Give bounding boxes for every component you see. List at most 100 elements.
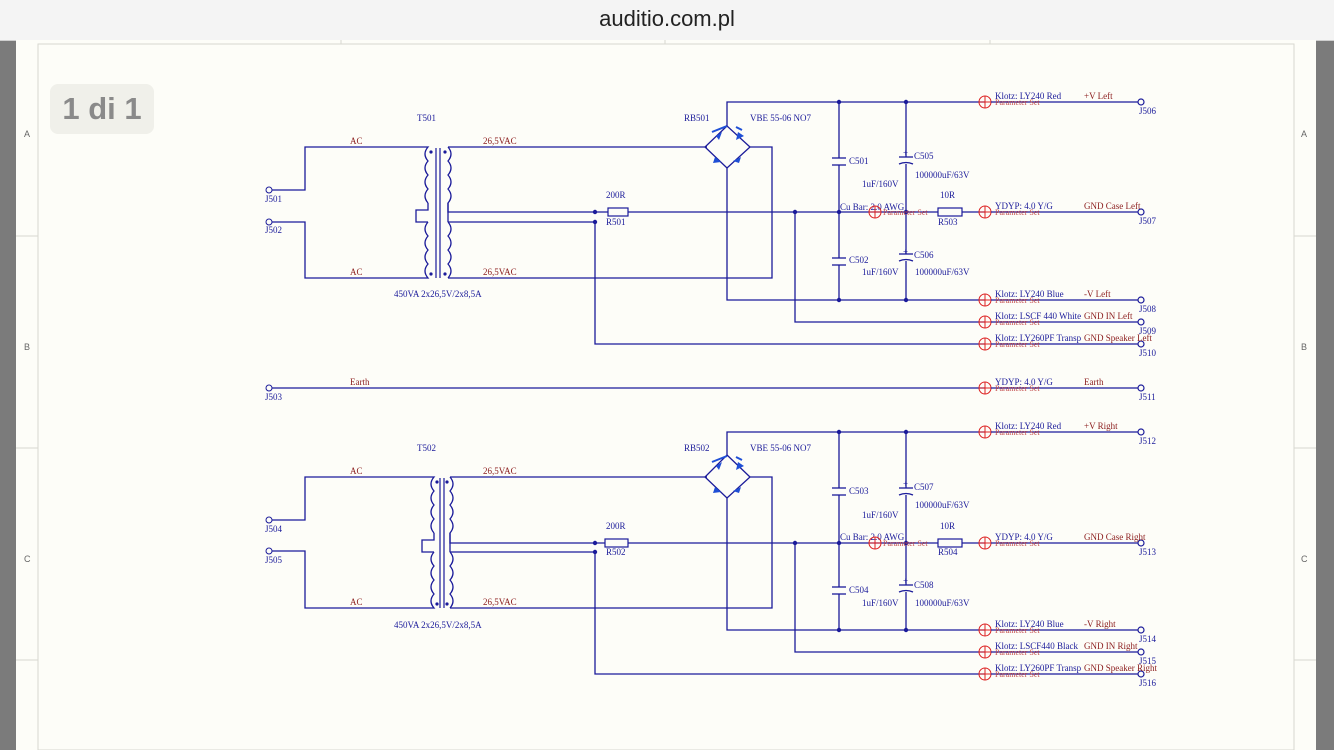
j507-cable-label: YDYP: 4.0 Y/G: [995, 201, 1053, 211]
url-text[interactable]: auditio.com.pl: [599, 6, 735, 31]
j515-cable-label: Klotz: LSCF440 Black: [995, 641, 1078, 651]
svg-text:J504: J504: [265, 524, 283, 534]
svg-text:AC: AC: [350, 136, 363, 146]
svg-text:1uF/160V: 1uF/160V: [862, 179, 899, 189]
svg-text:C502: C502: [849, 255, 869, 265]
svg-text:T501: T501: [417, 113, 436, 123]
j507-param-label: Parameter Set: [995, 208, 1040, 217]
right-channel: J504 J505 AC AC T502 450VA 2x26,5V/2x8,5…: [265, 429, 985, 675]
svg-text:J502: J502: [265, 225, 282, 235]
resistor-r504: [937, 538, 963, 548]
j509-cable-label: Klotz: LSCF 440 White: [995, 311, 1081, 321]
j513-param-label: Parameter Set: [995, 539, 1040, 548]
svg-text:26,5VAC: 26,5VAC: [483, 136, 517, 146]
connector-j504: [265, 516, 273, 524]
j506-net-label: +V Left: [1084, 91, 1113, 101]
sheet-frame: [16, 40, 1316, 750]
svg-text:26,5VAC: 26,5VAC: [483, 597, 517, 607]
svg-text:R504: R504: [938, 547, 958, 557]
j516-terminal: [1137, 670, 1145, 678]
svg-text:C506: C506: [914, 250, 934, 260]
j510-designator: J510: [1139, 348, 1157, 358]
j515-net-label: GND IN Right: [1084, 641, 1138, 651]
svg-text:+: +: [903, 479, 908, 489]
j508-param-label: Parameter Set: [995, 296, 1040, 305]
transformer-t501: [415, 146, 452, 279]
j512-designator: J512: [1139, 436, 1156, 446]
schematic-sheet: [16, 40, 1316, 750]
svg-text:+: +: [903, 148, 908, 158]
svg-text:200R: 200R: [606, 190, 626, 200]
svg-text:200R: 200R: [606, 521, 626, 531]
svg-text:10R: 10R: [940, 521, 955, 531]
svg-text:C: C: [1301, 554, 1308, 564]
j515-terminal: [1137, 648, 1145, 656]
j515-designator: J515: [1139, 656, 1157, 666]
j507-terminal: [1137, 208, 1145, 216]
j512-param-label: Parameter Set: [995, 428, 1040, 437]
j509-terminal: [1137, 318, 1145, 326]
j514-net-label: -V Right: [1084, 619, 1116, 629]
earth-line: J503 Earth: [265, 377, 985, 402]
svg-text:C: C: [24, 554, 31, 564]
j514-terminal: [1137, 626, 1145, 634]
j511-cable-label: YDYP: 4.0 Y/G: [995, 377, 1053, 387]
j506-cable-label: Klotz: LY240 Red: [995, 91, 1062, 101]
j512-net-label: +V Right: [1084, 421, 1118, 431]
svg-text:10R: 10R: [940, 190, 955, 200]
svg-text:1uF/160V: 1uF/160V: [862, 598, 899, 608]
svg-text:1uF/160V: 1uF/160V: [862, 267, 899, 277]
j506-designator: J506: [1139, 106, 1157, 116]
svg-text:C504: C504: [849, 585, 869, 595]
svg-text:C501: C501: [849, 156, 869, 166]
j516-net-label: GND Speaker Right: [1084, 663, 1157, 673]
j514-param-label: Parameter Set: [995, 626, 1040, 635]
svg-text:J503: J503: [265, 392, 283, 402]
svg-text:Parameter Set: Parameter Set: [883, 208, 928, 217]
j510-param-label: Parameter Set: [995, 340, 1040, 349]
svg-text:R502: R502: [606, 547, 626, 557]
svg-text:A: A: [1301, 129, 1307, 139]
connector-j501: [265, 186, 273, 194]
j508-net-label: -V Left: [1084, 289, 1111, 299]
j512-terminal: [1137, 428, 1145, 436]
svg-text:450VA 2x26,5V/2x8,5A: 450VA 2x26,5V/2x8,5A: [394, 620, 482, 630]
svg-text:RB501: RB501: [684, 113, 710, 123]
svg-text:B: B: [24, 342, 30, 352]
j514-designator: J514: [1139, 634, 1157, 644]
resistor-r501: [607, 207, 629, 217]
j516-designator: J516: [1139, 678, 1157, 688]
j516-param-label: Parameter Set: [995, 670, 1040, 679]
j512-cable-label: Klotz: LY240 Red: [995, 421, 1062, 431]
svg-text:26,5VAC: 26,5VAC: [483, 466, 517, 476]
j506-param-label: Parameter Set: [995, 98, 1040, 107]
transformer-t502: [420, 476, 454, 609]
j513-net-label: GND Case Right: [1084, 532, 1146, 542]
svg-text:100000uF/63V: 100000uF/63V: [915, 170, 970, 180]
svg-text:A: A: [24, 129, 30, 139]
resistor-r502: [604, 538, 629, 548]
connector-j503: [265, 384, 273, 392]
svg-text:R501: R501: [606, 217, 626, 227]
svg-text:C508: C508: [914, 580, 934, 590]
j508-designator: J508: [1139, 304, 1157, 314]
svg-text:C503: C503: [849, 486, 869, 496]
svg-text:100000uF/63V: 100000uF/63V: [915, 267, 970, 277]
bridge-rectifier-rb501: [704, 125, 751, 169]
j510-net-label: GND Speaker Left: [1084, 333, 1152, 343]
j514-cable-label: Klotz: LY240 Blue: [995, 619, 1064, 629]
svg-text:AC: AC: [350, 267, 363, 277]
svg-text:B: B: [1301, 342, 1307, 352]
svg-text:+: +: [903, 576, 908, 586]
svg-text:T502: T502: [417, 443, 436, 453]
svg-text:26,5VAC: 26,5VAC: [483, 267, 517, 277]
j509-designator: J509: [1139, 326, 1157, 336]
svg-text:1uF/160V: 1uF/160V: [862, 510, 899, 520]
svg-text:100000uF/63V: 100000uF/63V: [915, 598, 970, 608]
j511-param-label: Parameter Set: [995, 384, 1040, 393]
svg-text:J501: J501: [265, 194, 282, 204]
connector-j505: [265, 547, 273, 555]
j510-cable-label: Klotz: LY260PF Transp: [995, 333, 1082, 343]
j509-net-label: GND IN Left: [1084, 311, 1133, 321]
j507-net-label: GND Case Left: [1084, 201, 1141, 211]
